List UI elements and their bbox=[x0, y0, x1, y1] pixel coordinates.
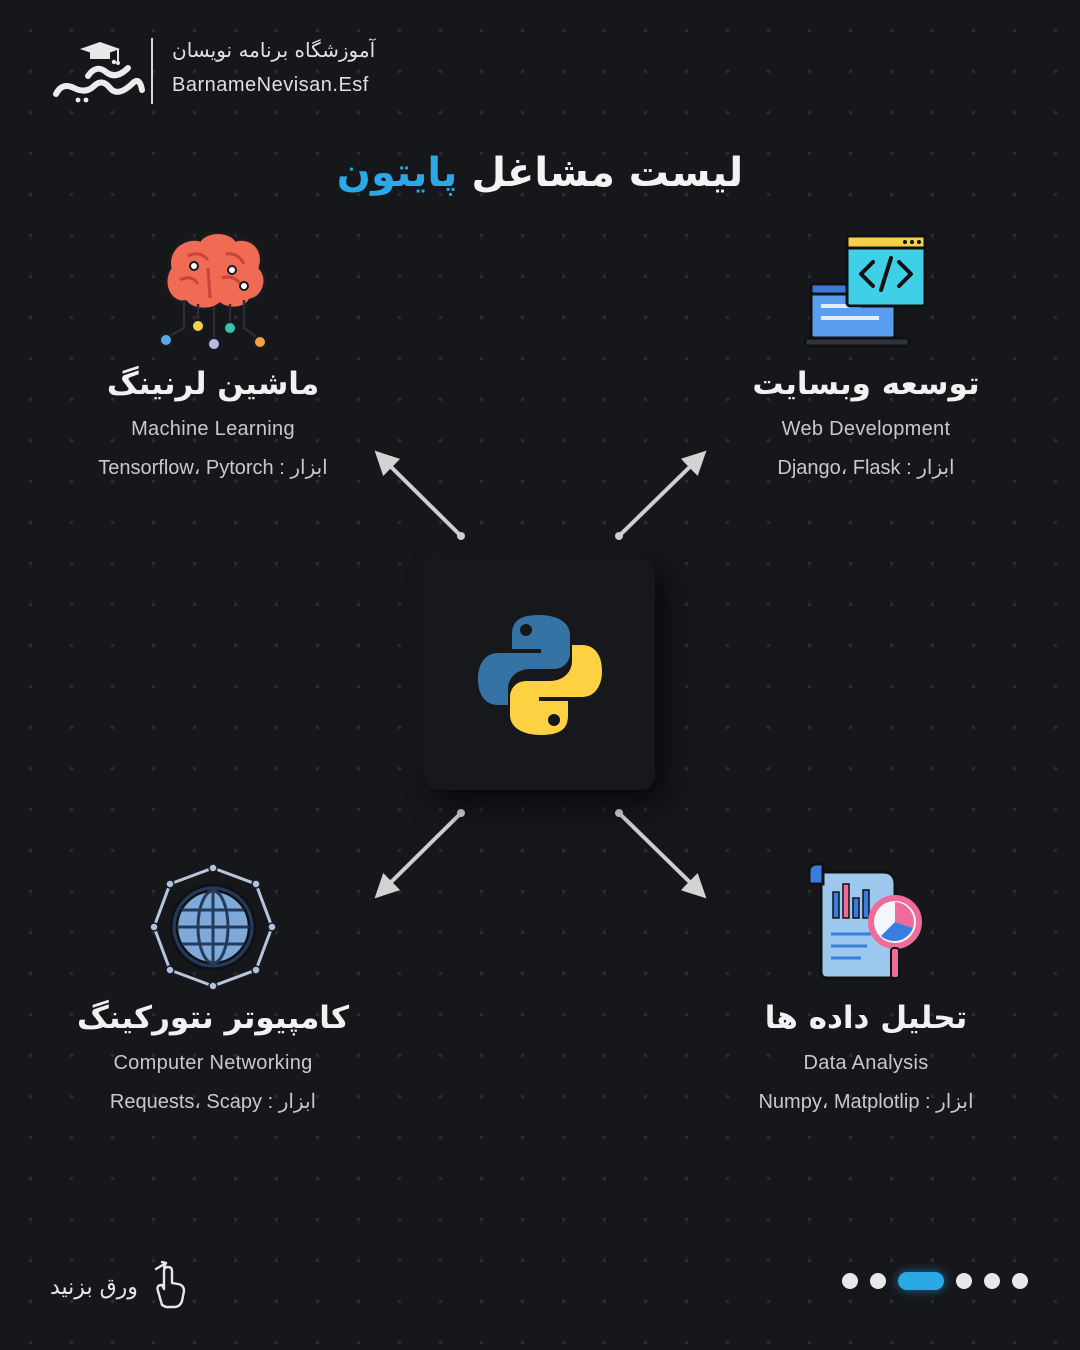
swipe-hint[interactable]: ورق بزنید bbox=[50, 1260, 188, 1313]
career-tools-list: Requests، Scapy bbox=[109, 1091, 263, 1114]
swipe-hand-icon bbox=[148, 1260, 188, 1313]
pagination-dot[interactable] bbox=[956, 1273, 972, 1289]
career-tools-list: Numpy، Matplotlip bbox=[758, 1091, 920, 1114]
career-title-en: Web Development bbox=[781, 418, 951, 441]
career-title-fa: کامپیوتر نتورکینگ bbox=[77, 1000, 349, 1036]
brand-divider bbox=[151, 38, 153, 104]
brand-logo: آکادمی برنامه نویسان bbox=[48, 38, 148, 104]
swipe-text: ورق بزنید bbox=[50, 1274, 138, 1300]
career-tools-list: Tensorflow، Pytorch bbox=[98, 457, 274, 480]
page-title-main: لیست مشاغل bbox=[471, 150, 744, 196]
career-tools-label: ابزار : bbox=[906, 457, 955, 480]
career-title-en: Data Analysis bbox=[803, 1052, 929, 1075]
brand-name-fa: آموزشگاه برنامه نویسان bbox=[172, 38, 376, 62]
career-title-en: Machine Learning bbox=[131, 418, 295, 441]
brand-logo-text: آکادمی برنامه نویسان bbox=[148, 38, 149, 39]
page-title: لیست مشاغل پایتون bbox=[0, 150, 1080, 196]
globe-network-icon bbox=[148, 862, 278, 992]
report-magnifier-icon bbox=[801, 862, 931, 992]
pagination-dot[interactable] bbox=[984, 1273, 1000, 1289]
career-web-development: توسعه وبسایت Web Development Django، Fla… bbox=[656, 228, 1076, 480]
page-title-highlight: پایتون bbox=[336, 150, 458, 196]
career-tools: Tensorflow، Pytorch ابزار : bbox=[3, 455, 423, 480]
career-tools-label: ابزار : bbox=[279, 457, 328, 480]
career-tools-list: Django، Flask bbox=[777, 457, 901, 480]
career-tools: Django، Flask ابزار : bbox=[656, 455, 1076, 480]
pagination-dots bbox=[842, 1272, 1028, 1290]
career-computer-networking: کامپیوتر نتورکینگ Computer Networking Re… bbox=[3, 862, 423, 1114]
career-title-fa: توسعه وبسایت bbox=[752, 366, 980, 402]
pagination-dot[interactable] bbox=[870, 1273, 886, 1289]
career-title-en: Computer Networking bbox=[113, 1052, 313, 1075]
pagination-dot[interactable] bbox=[1012, 1273, 1028, 1289]
career-tools: Numpy، Matplotlip ابزار : bbox=[656, 1089, 1076, 1114]
career-tools-label: ابزار : bbox=[267, 1091, 317, 1114]
python-card bbox=[425, 560, 655, 790]
career-machine-learning: ماشین لرنینگ Machine Learning Tensorflow… bbox=[3, 228, 423, 480]
python-logo-icon bbox=[478, 613, 602, 737]
career-data-analysis: تحلیل داده ها Data Analysis Numpy، Matpl… bbox=[656, 862, 1076, 1114]
code-window-icon bbox=[801, 228, 931, 358]
pagination-dot-active[interactable] bbox=[898, 1272, 944, 1290]
brain-circuit-icon bbox=[148, 228, 278, 358]
career-tools: Requests، Scapy ابزار : bbox=[3, 1089, 423, 1114]
career-title-fa: تحلیل داده ها bbox=[764, 1000, 968, 1036]
brand-name-en: BarnameNevisan.Esf bbox=[172, 74, 369, 96]
pagination-dot[interactable] bbox=[842, 1273, 858, 1289]
career-title-fa: ماشین لرنینگ bbox=[106, 366, 320, 402]
career-tools-label: ابزار : bbox=[925, 1091, 974, 1114]
